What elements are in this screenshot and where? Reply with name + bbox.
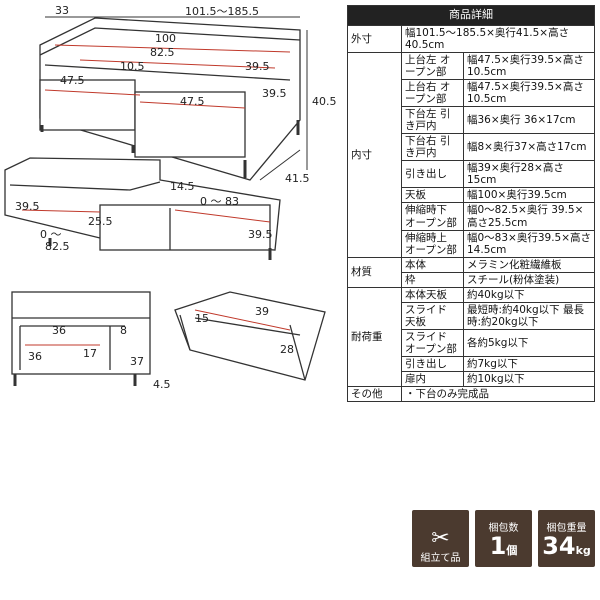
spec-row: 材質本体メラミン化粧繊維板 <box>347 256 595 288</box>
dim-bl-45: 4.5 <box>153 378 171 391</box>
package-count-badge: 梱包数 1個 <box>475 510 532 567</box>
dim-top-105: 10.5 <box>120 60 145 73</box>
dim-mid-255: 25.5 <box>88 215 113 228</box>
spec-row: 下台左 引き戸内幅36×奥行 36×17cm <box>348 106 595 135</box>
wrench-icon: ✂ <box>431 525 450 551</box>
dim-top-825: 82.5 <box>150 46 175 59</box>
spec-row: スライド 天板最短時:約40kg以下 最長時:約20kg以下 <box>348 301 595 331</box>
package-weight-badge: 梱包重量 34kg <box>538 510 595 567</box>
spec-row: 枠スチール(粉体塗装) <box>348 271 595 288</box>
dim-mid-0: 0 ～ <box>40 228 62 241</box>
dim-top-395a: 39.5 <box>245 60 270 73</box>
dim-bl-36b: 36 <box>28 350 42 363</box>
dim-mid-395b: 39.5 <box>248 228 273 241</box>
dim-mid-395a: 39.5 <box>15 200 40 213</box>
dim-bl-8: 8 <box>120 324 127 337</box>
spec-header: 商品詳細 <box>347 5 595 26</box>
spec-row: 外寸幅101.5～185.5×奥行41.5×高さ40.5cm <box>347 24 595 53</box>
package-badges: ✂ 組立て品 梱包数 1個 梱包重量 34kg <box>412 510 595 567</box>
dim-depth: 41.5 <box>285 172 310 185</box>
dim-top-395b: 39.5 <box>262 87 287 100</box>
spec-row: 伸縮時上 オープン部幅0～83×奥行39.5×高さ14.5cm <box>348 229 595 258</box>
dim-br-15: 15 <box>195 312 209 325</box>
dim-bl-36a: 36 <box>52 324 66 337</box>
dim-bl-17: 17 <box>83 347 97 360</box>
spec-row: スライド オープン部各約5kg以下 <box>348 329 595 358</box>
dim-br-39: 39 <box>255 305 269 318</box>
dim-height: 40.5 <box>312 95 337 108</box>
spec-row: 上台右 オープン部幅47.5×奥行39.5×高さ10.5cm <box>348 78 595 108</box>
spec-row: 耐荷重本体天板約40kg以下 <box>347 286 595 388</box>
assembly-badge: ✂ 組立て品 <box>412 510 469 567</box>
dim-bl-37: 37 <box>130 355 144 368</box>
dim-top-left: 33 <box>55 4 69 17</box>
spec-row: 引き出し幅39×奥行28×高さ15cm <box>348 160 595 189</box>
dim-top-width: 101.5～185.5 <box>185 5 259 18</box>
dim-top-100: 100 <box>155 32 176 45</box>
spec-row: その他・下台のみ完成品 <box>347 386 595 403</box>
dim-mid-145: 14.5 <box>170 180 195 193</box>
furniture-dimension-diagram: 33 101.5～185.5 100 82.5 10.5 39.5 47.5 4… <box>4 4 337 391</box>
dim-mid-0-83: 0 ～ 83 <box>200 195 239 208</box>
spec-row: 伸縮時下 オープン部幅0～82.5×奥行 39.5×高さ25.5cm <box>348 202 595 231</box>
product-details-table: 商品詳細 外寸幅101.5～185.5×奥行41.5×高さ40.5cm 内寸上台… <box>347 5 595 403</box>
dim-top-475b: 47.5 <box>180 95 205 108</box>
spec-row: 内寸上台左 オープン部幅47.5×奥行39.5×高さ10.5cm <box>347 51 595 258</box>
dim-mid-825: 82.5 <box>45 240 70 253</box>
dim-top-475a: 47.5 <box>60 74 85 87</box>
dim-br-28: 28 <box>280 343 294 356</box>
spec-row: 下台右 引き戸内幅8×奥行37×高さ17cm <box>348 133 595 162</box>
